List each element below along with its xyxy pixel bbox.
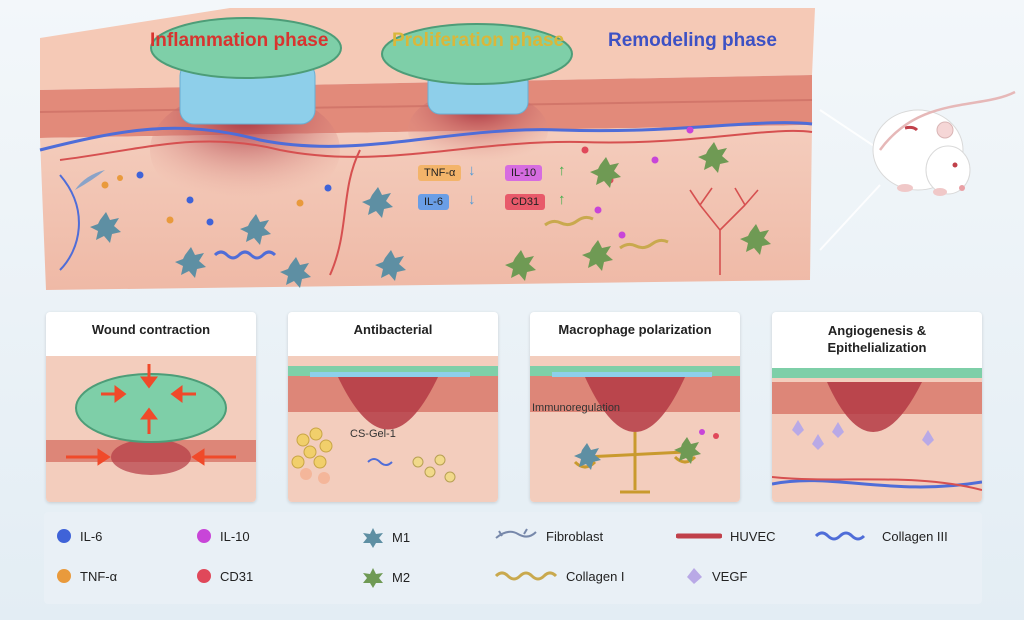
legend-label: M2: [392, 569, 411, 585]
il10-dot-icon: [197, 529, 211, 543]
panel-wound-contraction: Wound contraction: [46, 312, 256, 502]
cd31-marker: CD31: [505, 194, 546, 210]
huvec-icon: [676, 533, 722, 539]
panel-antibacterial: Antibacterial CS-Gel-1: [288, 312, 498, 502]
legend-item-il6: IL-6: [56, 528, 102, 544]
tnf-marker: TNF-α: [418, 165, 462, 181]
m1-macrophage-icon: [363, 528, 383, 548]
legend-label: Collagen III: [882, 528, 948, 544]
proliferation-phase-label: Proliferation phase: [392, 30, 565, 51]
il6-trend-arrow: ↓: [468, 191, 476, 208]
collagen-iii-icon: [814, 531, 866, 541]
blood-vessel-branch-blue: [59, 174, 80, 271]
il10-marker: IL-10: [505, 165, 543, 181]
panel-title-line1: Angiogenesis &: [827, 323, 927, 338]
legend-label: IL-6: [80, 528, 103, 544]
remodeling-phase-label: Remodeling phase: [608, 30, 777, 51]
hydrogel-cap-2: [381, 23, 573, 85]
hydrogel-label: CS-Gel-1: [350, 428, 396, 440]
vegf-icon: [687, 568, 702, 584]
legend-item-collagen3: Collagen III: [814, 528, 948, 544]
legend-label: IL-10: [220, 528, 250, 544]
legend-label: Collagen I: [566, 568, 625, 584]
legend-item-cd31: CD31: [196, 568, 253, 584]
wound-contraction-illustration: [46, 356, 256, 502]
blood-vessel-blue: [39, 121, 813, 152]
m2-macrophages: [505, 142, 771, 281]
panel-title: Macrophage polarization: [558, 322, 712, 337]
legend-item-tnf: TNF-α: [56, 568, 117, 584]
panel-angiogenesis-epithelialization: Angiogenesis & Epithelialization: [772, 312, 982, 502]
collagen-i-strand: [544, 215, 594, 227]
collagen-iii-strand: [213, 250, 277, 260]
immunoregulation-label: Immunoregulation: [532, 402, 621, 414]
legend-label: CD31: [220, 568, 254, 584]
collagen-i-icon: [494, 571, 558, 581]
il6-dot-icon: [57, 529, 71, 543]
legend-item-vegf: VEGF: [684, 566, 747, 586]
m2-macrophage-icon: [363, 568, 383, 588]
collagen-i-strand-2: [619, 238, 669, 250]
cytokine-dots: [101, 126, 694, 239]
panel-title: Wound contraction: [91, 322, 211, 337]
fibroblast-shape: [75, 170, 105, 190]
macrophage-polarization-illustration: [530, 356, 740, 502]
legend-item-fibroblast: Fibroblast: [494, 528, 603, 544]
m1-macrophages: [90, 187, 406, 288]
legend-item-m1: M1: [362, 526, 410, 548]
blood-vessel-branch: [329, 149, 361, 276]
cd31-trend-arrow: ↑: [558, 191, 566, 208]
inflammation-phase-label: Inflammation phase: [150, 30, 329, 51]
legend-label: M1: [392, 529, 411, 545]
il6-marker: IL-6: [418, 194, 449, 210]
legend-item-m2: M2: [362, 566, 410, 588]
legend: IL-6 TNF-α IL-10 CD31 M1 M2 Fibroblast: [44, 512, 982, 604]
legend-label: VEGF: [712, 568, 748, 584]
cd31-dot-icon: [197, 569, 211, 583]
blood-vessel-red: [59, 129, 813, 161]
angiogenesis-illustration: [772, 368, 982, 502]
panel-macrophage-polarization: Macrophage polarization Immunoregulation: [530, 312, 740, 502]
legend-label: TNF-α: [80, 568, 118, 584]
il10-trend-arrow: ↑: [558, 162, 566, 179]
panel-title: Angiogenesis & Epithelialization: [772, 322, 982, 356]
legend-label: Fibroblast: [546, 528, 604, 544]
tnf-dot-icon: [57, 569, 71, 583]
legend-item-collagen1: Collagen I: [494, 568, 625, 584]
hydrogel-cap-1: [150, 17, 342, 79]
tnf-trend-arrow: ↓: [468, 162, 476, 179]
panel-title: Antibacterial: [353, 322, 433, 337]
mouse-illustration: [819, 90, 1016, 251]
vascular-tree: [689, 187, 759, 275]
legend-item-huvec: HUVEC: [676, 528, 776, 544]
legend-item-il10: IL-10: [196, 528, 250, 544]
fibroblast-icon: [495, 528, 537, 539]
legend-label: HUVEC: [730, 528, 776, 544]
panel-title-line2: Epithelialization: [827, 340, 927, 355]
antibacterial-illustration: [288, 356, 498, 502]
